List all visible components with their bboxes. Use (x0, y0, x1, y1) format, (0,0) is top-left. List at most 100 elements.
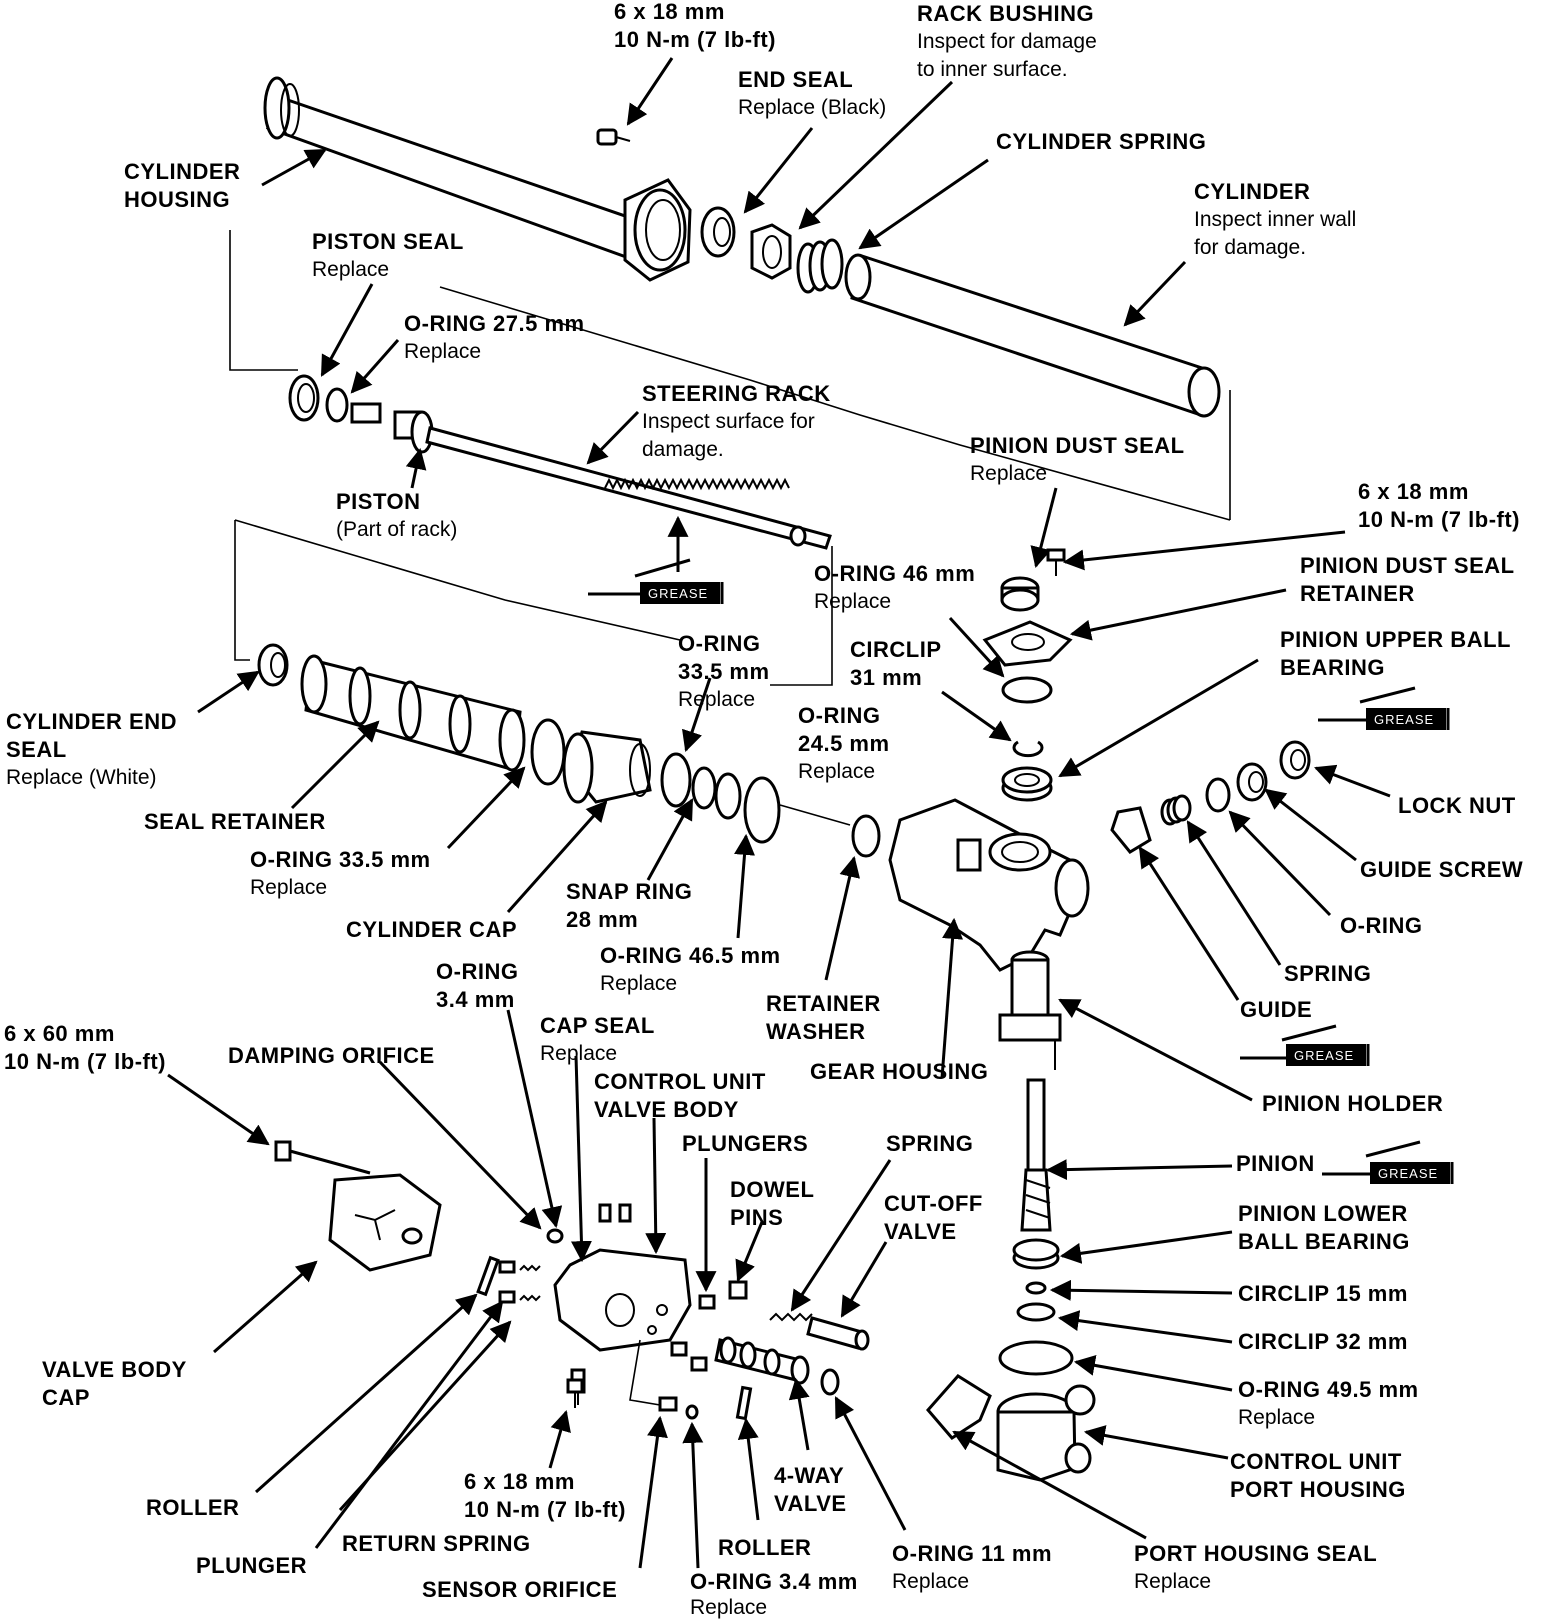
cylinder-housing-part (263, 76, 692, 282)
cylinder-spring-part (796, 238, 844, 294)
label-circlip-32: CIRCLIP 32 mm (1238, 1329, 1408, 1354)
control-unit-valve-body-part (553, 1248, 692, 1352)
four-way-valve-part (714, 1336, 810, 1421)
grease-tag: GREASE (648, 586, 708, 601)
pinion-upper-ball-bearing-part (1001, 766, 1053, 802)
circlip-32-part (1016, 1302, 1056, 1322)
label-sensor-orifice: SENSOR ORIFICE (422, 1577, 618, 1602)
retainer-washer-part (851, 814, 881, 858)
spring-valve-part (769, 1312, 813, 1322)
o-ring-49-5-part (998, 1340, 1074, 1376)
bolt-60-part (274, 1140, 371, 1175)
label-pinion-dust-seal-retainer: PINION DUST SEAL RETAINER (1300, 553, 1515, 606)
label-guide: GUIDE (1240, 997, 1313, 1022)
cylinder-cap-part (562, 730, 652, 804)
label-control-unit-port-housing: CONTROL UNIT PORT HOUSING (1230, 1449, 1406, 1502)
label-guide-screw: GUIDE SCREW (1360, 857, 1524, 882)
lock-nut-part (1279, 740, 1311, 780)
o-ring-33-5-lower-part (530, 718, 566, 786)
grease-gun-icon: GREASE (1318, 686, 1450, 730)
label-roller-left: ROLLER (146, 1495, 240, 1520)
label-roller-mid: ROLLER (718, 1535, 812, 1560)
label-spring-guide: SPRING (1284, 961, 1372, 986)
label-pinion-lower-ball-bearing: PINION LOWER BALL BEARING (1238, 1201, 1410, 1254)
label-circlip-15: CIRCLIP 15 mm (1238, 1281, 1408, 1306)
label-dowel-pins: DOWEL PINS (730, 1177, 815, 1230)
label-snap-ring-28: SNAP RING 28 mm (566, 879, 693, 932)
bolt-top-part (596, 128, 631, 146)
o-ring-guide-part (1205, 777, 1231, 813)
rack-bushing-part (750, 223, 792, 280)
bolt-right-part (1046, 548, 1066, 576)
label-o-ring-guide: O-RING (1340, 913, 1423, 938)
label-plunger: PLUNGER (196, 1553, 308, 1578)
steering-rack-part (425, 426, 832, 550)
extension-line-rack (229, 230, 298, 371)
label-spring-valve: SPRING (886, 1131, 974, 1156)
cylinder-part (844, 253, 1221, 418)
leader-lines (167, 57, 1391, 1569)
label-pinion-upper-ball-bearing: PINION UPPER BALL BEARING (1280, 627, 1511, 680)
label-control-unit-valve-body: CONTROL UNIT VALVE BODY (594, 1069, 766, 1122)
valve-body-cap-part (328, 1173, 442, 1272)
circlip-31-part (1001, 676, 1053, 704)
spring-guide-part (1160, 794, 1192, 826)
circlip-15-part (1025, 1281, 1047, 1295)
label-circlip-31: CIRCLIP 31 mm (850, 637, 942, 690)
label-cylinder-housing: CYLINDER HOUSING (124, 159, 241, 212)
extension-line-seals (234, 520, 250, 661)
guide-screw-part (1236, 762, 1268, 802)
end-seal-part (700, 206, 736, 258)
label-piston: PISTON(Part of rack) (336, 489, 458, 541)
grease-tag: GREASE (1294, 1048, 1354, 1063)
label-lock-nut: LOCK NUT (1398, 793, 1516, 818)
pinion-holder-part (998, 950, 1062, 1070)
pinion-dust-seal-part (1000, 576, 1040, 612)
label-damping-orifice: DAMPING ORIFICE (228, 1043, 435, 1068)
o-ring-11-part (820, 1368, 840, 1396)
grease-gun-icon: GREASE (588, 558, 724, 604)
label-plungers: PLUNGERS (682, 1131, 809, 1156)
guide-part (1110, 806, 1152, 854)
extension-line-housing (779, 804, 851, 826)
pinion-part (1020, 1078, 1052, 1232)
o-ring-27-5-part (325, 387, 349, 423)
label-gear-housing: GEAR HOUSING (810, 1059, 989, 1084)
piston-part (350, 402, 434, 454)
label-valve-body-cap: VALVE BODY CAP (42, 1357, 187, 1410)
grease-tag: GREASE (1378, 1166, 1438, 1181)
small-parts-part (476, 1203, 748, 1420)
extension-line-cylinder (439, 286, 1231, 521)
label-four-way-valve: 4-WAY VALVE (774, 1463, 847, 1516)
label-o-ring-3-4-upper: O-RING 3.4 mm (436, 959, 519, 1012)
control-unit-port-housing-part (996, 1384, 1096, 1482)
port-housing-seal-part (926, 1374, 992, 1440)
extension-line-valve (629, 1339, 661, 1406)
label-pinion-holder: PINION HOLDER (1262, 1091, 1444, 1116)
pinion-lower-ball-bearing-part (1012, 1238, 1060, 1270)
circlip-ring-part (1012, 740, 1044, 758)
label-cylinder-cap: CYLINDER CAP (346, 917, 518, 942)
label-return-spring: RETURN SPRING (342, 1531, 531, 1556)
gear-housing-part (888, 798, 1090, 972)
